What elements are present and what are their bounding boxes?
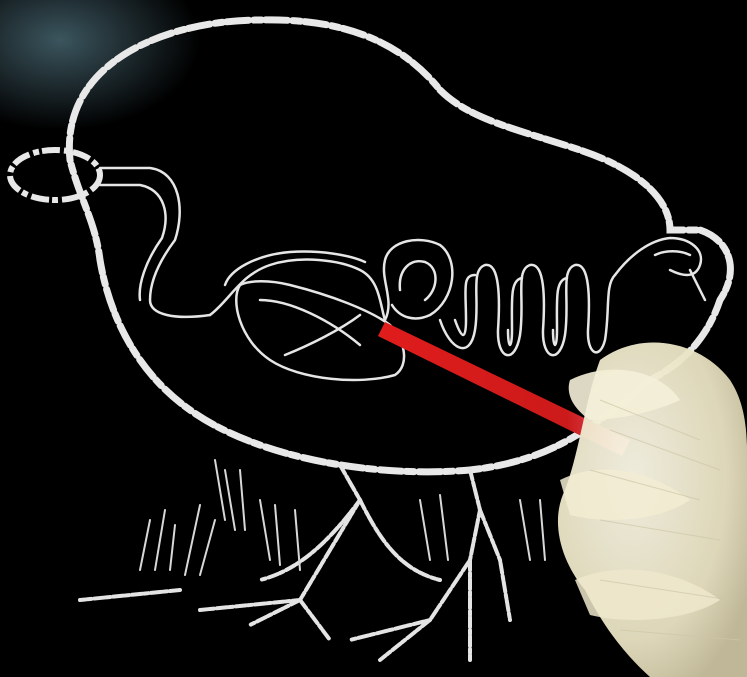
chick-anatomy-drawing bbox=[0, 0, 747, 677]
